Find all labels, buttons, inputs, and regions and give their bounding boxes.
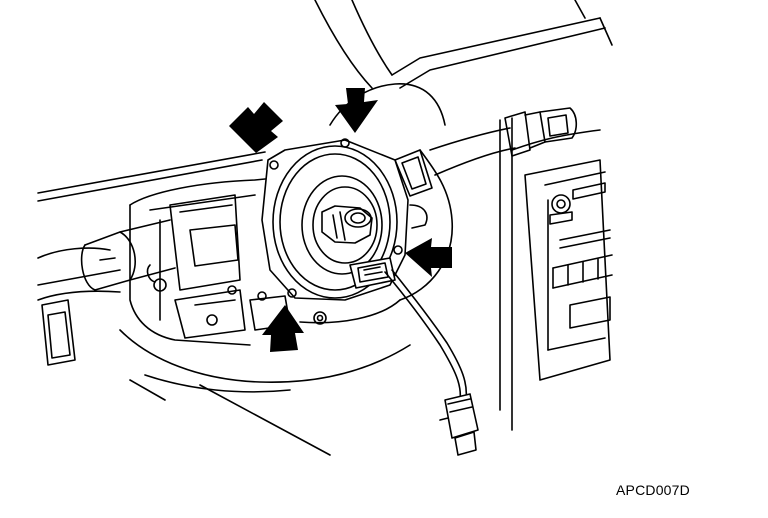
column-housing: [129, 149, 453, 346]
arrow-icon: [262, 305, 304, 352]
arrow-icon: [335, 88, 378, 133]
wiring-harness: [384, 269, 479, 456]
turn-signal-stalk: [80, 194, 327, 339]
figure-code-label: APCD007D: [616, 482, 690, 498]
arrow-icon: [229, 102, 283, 153]
arrow-icon: [405, 238, 452, 277]
center-console: [499, 117, 613, 431]
dashboard-panel: [37, 0, 613, 456]
wiper-stalk: [429, 107, 578, 176]
clockspring-assembly: [261, 138, 409, 301]
